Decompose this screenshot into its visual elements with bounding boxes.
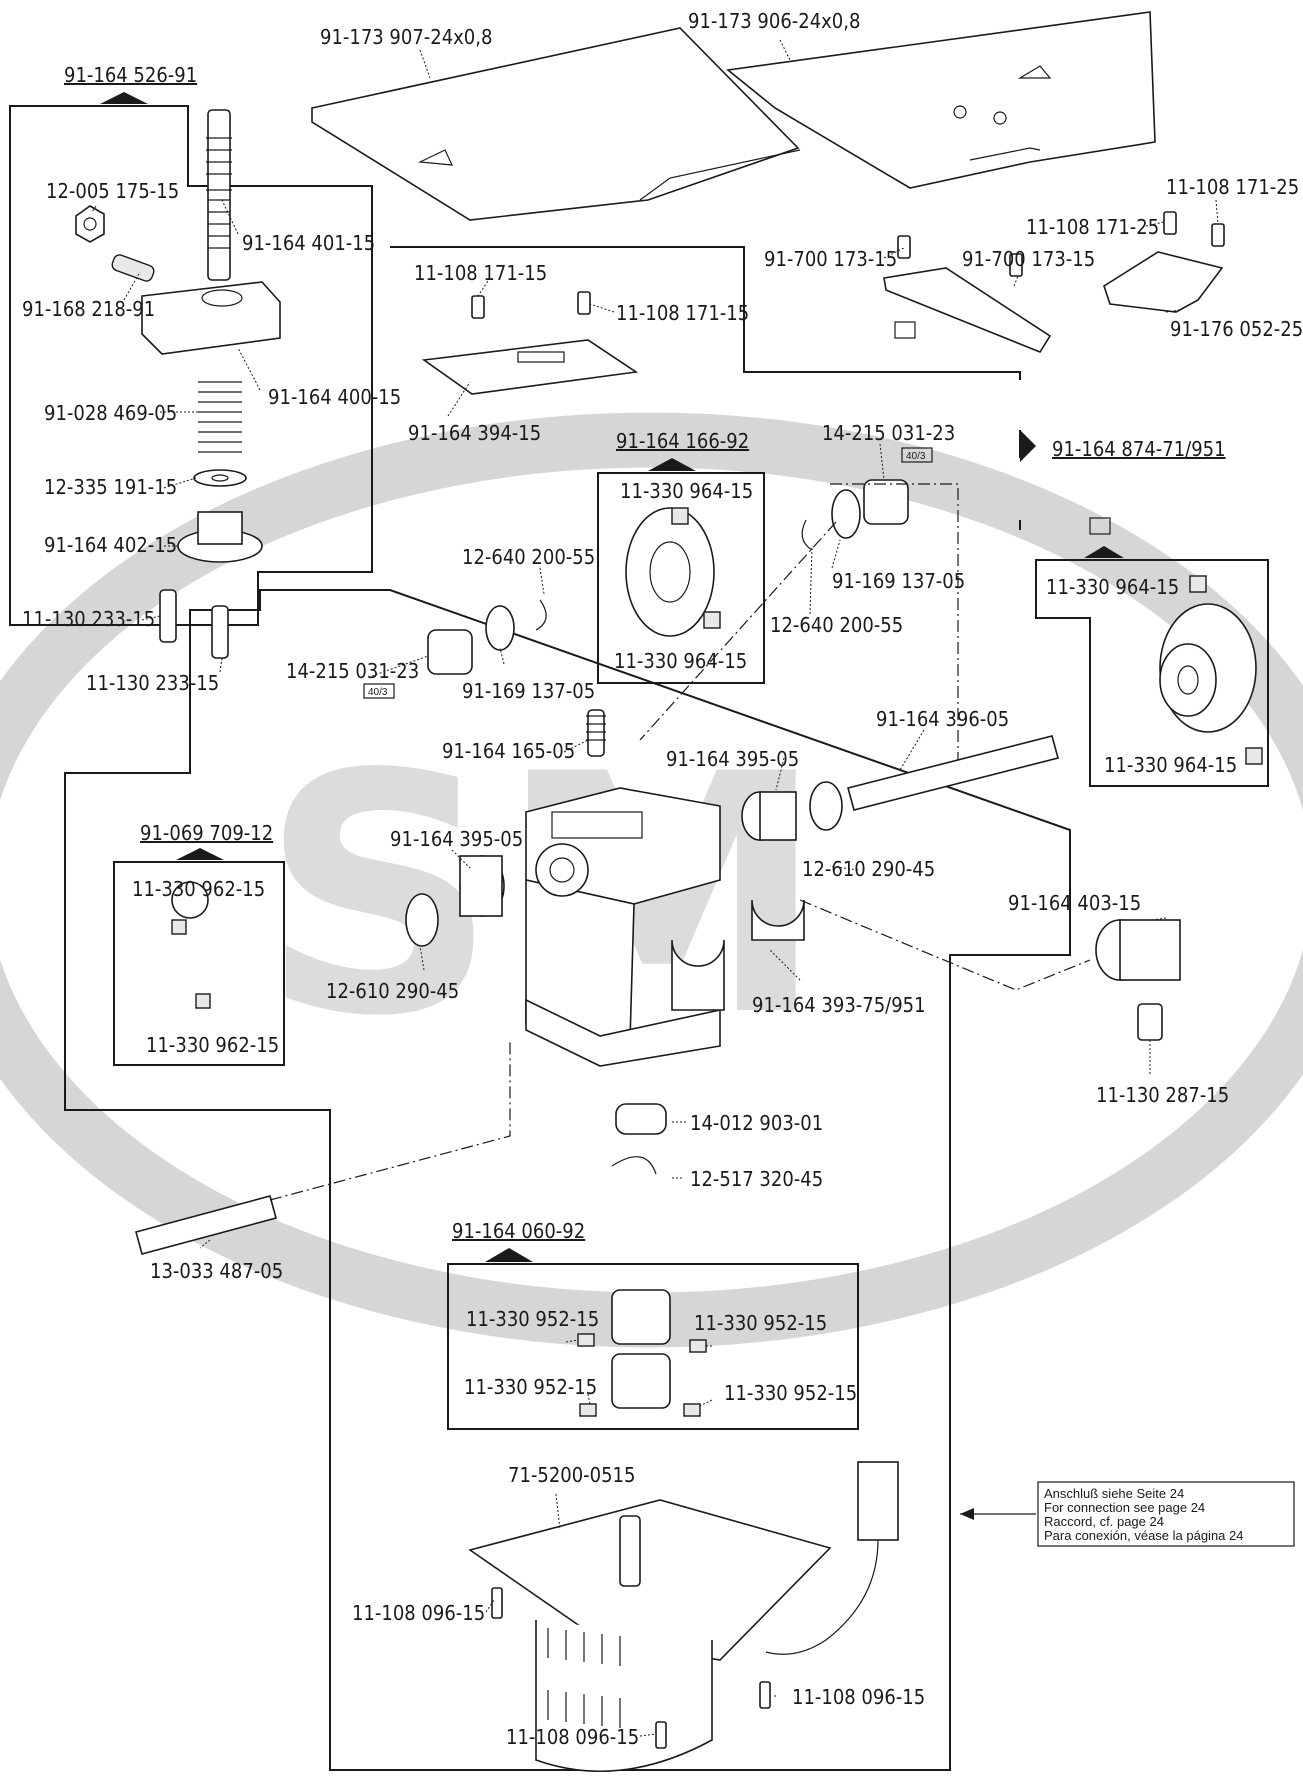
note-line-es: Para conexión, véase la página 24	[1044, 1528, 1243, 1543]
group-label-spur-gear: 91-164 874-71/951	[1052, 437, 1226, 461]
connection-note-box	[1037, 1481, 1295, 1547]
note-line-en: For connection see page 24	[1044, 1500, 1205, 1515]
group-arrow-1	[100, 92, 148, 104]
label-motor: 71-5200-0515	[508, 1463, 635, 1487]
label-set-1: 11-330 964-15	[620, 479, 753, 503]
frame-gear-right	[1035, 559, 1269, 787]
coupling	[577, 1289, 707, 1417]
group-label-needle-bar: 91-164 526-91	[64, 63, 197, 87]
placeholder-box-1	[1089, 517, 1111, 535]
label-washer-left: 91-169 137-05	[462, 679, 595, 703]
label-screw-s6: 11-108 171-25	[1026, 215, 1159, 239]
axis-3	[799, 899, 1091, 991]
note-line-fr: Raccord, cf. page 24	[1044, 1514, 1164, 1529]
frame-collar-group	[113, 861, 285, 1066]
box-right	[901, 447, 933, 463]
axis-2	[639, 521, 837, 741]
needle-bar-parts	[75, 109, 281, 659]
label-motor-screw-3: 11-108 096-15	[506, 1725, 639, 1749]
note-line-de: Anschluß siehe Seite 24	[1044, 1486, 1184, 1501]
label-nut: 12-005 175-15	[46, 179, 179, 203]
bevel-gear	[625, 507, 721, 637]
group-arrow-5	[485, 1248, 533, 1262]
label-needle-plate: 91-164 394-15	[408, 421, 541, 445]
label-pin: 91-168 218-91	[22, 297, 155, 321]
shaft-parts	[135, 735, 1181, 1255]
label-coupling-c2: 11-330 952-15	[694, 1311, 827, 1335]
needle-plate-parts	[421, 211, 1225, 395]
group-arrow-3b	[1084, 546, 1124, 558]
group-arrow-2	[648, 458, 696, 471]
spur-gear	[1159, 575, 1263, 765]
label-screw-s4: 91-700 173-15	[962, 247, 1095, 271]
label-ball-bearing: 14-012 903-01	[690, 1111, 823, 1135]
label-set-4: 11-330 964-15	[1104, 753, 1237, 777]
box-left	[363, 683, 395, 699]
group-label-coupling: 91-164 060-92	[452, 1219, 585, 1243]
label-coupling-c3: 11-330 952-15	[464, 1375, 597, 1399]
label-housing: 91-164 393-75/951	[752, 993, 926, 1017]
label-coupling-c4: 11-330 952-15	[724, 1381, 857, 1405]
leader-lines	[91, 39, 1219, 1737]
label-bolt-a: 11-130 233-15	[22, 607, 155, 631]
frame-gear-group	[597, 472, 765, 684]
connection-arrowhead	[960, 1508, 974, 1520]
group-label-collar: 91-069 709-12	[140, 821, 273, 845]
throat-plate-left	[311, 27, 801, 221]
label-bearing-right: 14-215 031-23	[822, 421, 955, 445]
label-circlip-right: 12-610 290-45	[802, 857, 935, 881]
axis-4	[269, 1040, 511, 1201]
label-bracket: 91-176 052-25	[1170, 317, 1303, 341]
label-screw-s5: 11-108 171-25	[1166, 175, 1299, 199]
group-label-bevel-gear: 91-164 166-92	[616, 429, 749, 453]
label-screw-pin: 91-164 401-15	[242, 231, 375, 255]
label-snap-ring: 12-517 320-45	[690, 1167, 823, 1191]
label-screw-roller: 11-130 287-15	[1096, 1083, 1229, 1107]
throat-plate-right	[726, 11, 1156, 189]
group-arrow-4	[176, 848, 224, 860]
stepper-motor	[468, 1461, 899, 1773]
bearings	[427, 479, 909, 675]
label-foot: 91-164 402-15	[44, 533, 177, 557]
label-plate-left: 91-173 907-24x0,8	[320, 25, 492, 49]
label-ring-left: 12-640 200-55	[462, 545, 595, 569]
label-rod: 13-033 487-05	[150, 1259, 283, 1283]
label-block: 91-164 400-15	[268, 385, 401, 409]
label-motor-screw-1: 11-108 096-15	[352, 1601, 485, 1625]
frame-coupling-group	[447, 1263, 859, 1430]
label-set-3: 11-330 964-15	[1046, 575, 1179, 599]
label-coupling-c1: 11-330 952-15	[466, 1307, 599, 1331]
frame-needle-bar	[9, 105, 373, 626]
label-set-6: 11-330 962-15	[146, 1033, 279, 1057]
group-arrow-3	[1020, 430, 1036, 462]
label-ring-right: 12-640 200-55	[770, 613, 903, 637]
label-shaft: 91-164 396-05	[876, 707, 1009, 731]
axis-1	[830, 483, 959, 760]
label-screw-s3: 91-700 173-15	[764, 247, 897, 271]
placeholder-box-2	[894, 321, 916, 339]
label-bolt-b: 11-130 233-15	[86, 671, 219, 695]
label-set-2: 11-330 964-15	[614, 649, 747, 673]
label-bearing-left: 14-215 031-23	[286, 659, 419, 683]
label-roller: 91-164 403-15	[1008, 891, 1141, 915]
label-set-5: 11-330 962-15	[132, 877, 265, 901]
label-bush-left: 91-164 395-05	[390, 827, 523, 851]
gear-housing	[525, 709, 805, 1067]
label-bush-right: 91-164 395-05	[666, 747, 799, 771]
label-plate-right: 91-173 906-24x0,8	[688, 9, 860, 33]
label-stud: 91-164 165-05	[442, 739, 575, 763]
box-right-text: 40/3	[906, 451, 926, 462]
label-washer: 12-335 191-15	[44, 475, 177, 499]
label-circlip-left: 12-610 290-45	[326, 979, 459, 1003]
label-screw-s1: 11-108 171-15	[414, 261, 547, 285]
box-left-text: 40/3	[368, 687, 388, 698]
label-screw-s2: 11-108 171-15	[616, 301, 749, 325]
label-spring: 91-028 469-05	[44, 401, 177, 425]
label-motor-screw-2: 11-108 096-15	[792, 1685, 925, 1709]
label-washer-right: 91-169 137-05	[832, 569, 965, 593]
